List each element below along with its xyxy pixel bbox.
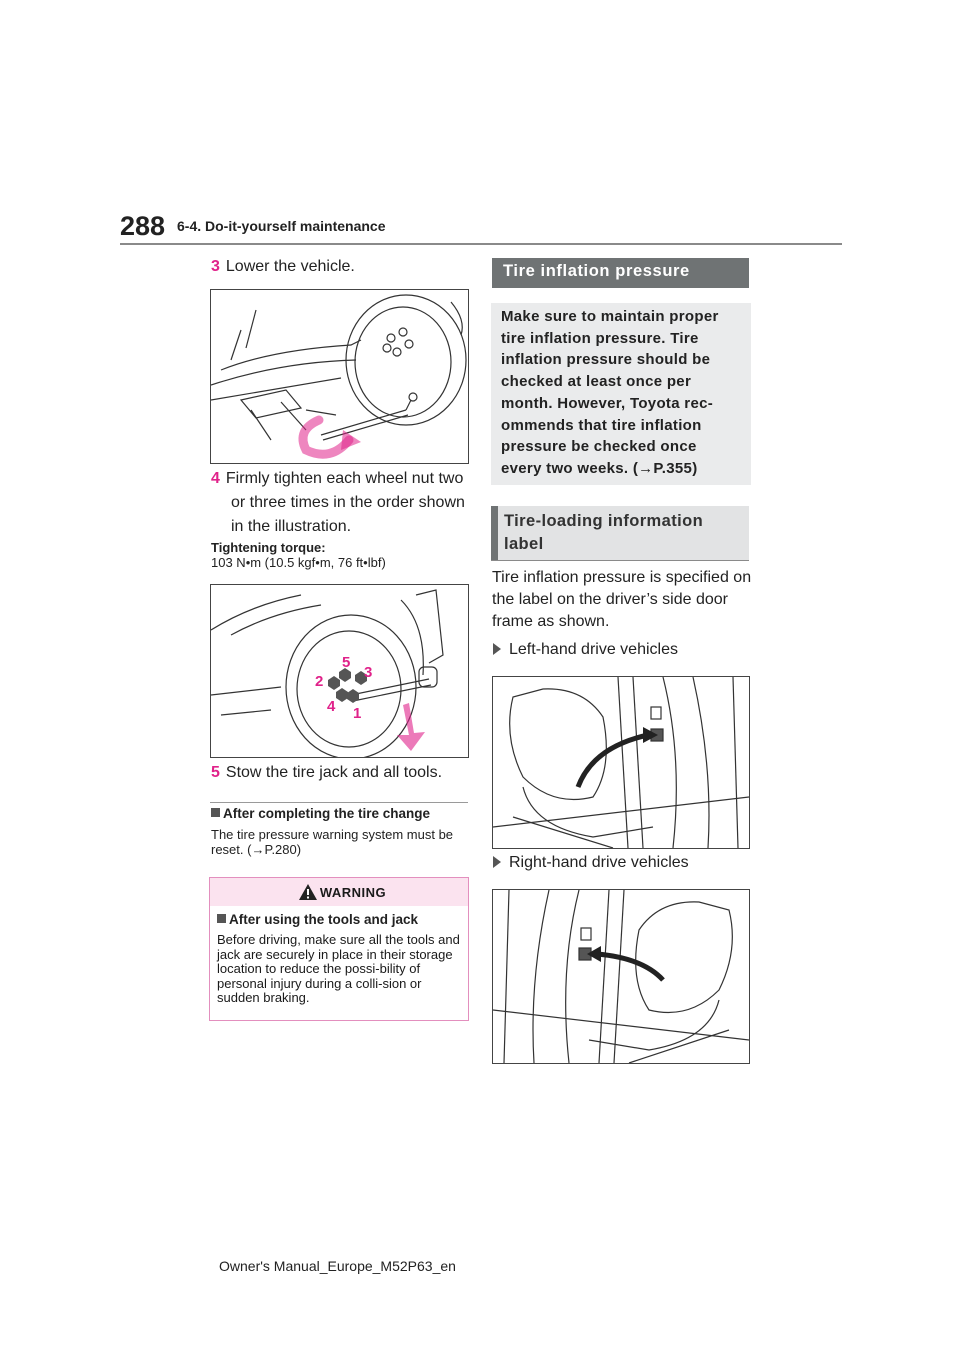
lhd-caption-text: Left-hand drive vehicles — [509, 641, 678, 658]
nut-5-label: 5 — [342, 654, 350, 671]
lhd-door-illustration — [492, 676, 750, 849]
nut-order-illustration: 1 2 3 4 5 — [210, 584, 469, 758]
warning-header: WARNING — [210, 878, 468, 906]
arrow-bullet-icon — [493, 643, 501, 655]
header-divider — [120, 243, 842, 245]
turn-arrow-icon — [397, 703, 425, 751]
torque-label: Tightening torque: — [211, 540, 326, 555]
note-title: After completing the tire change — [211, 806, 430, 821]
square-bullet-icon — [211, 808, 220, 817]
nut-1-label: 1 — [353, 705, 361, 722]
step-4-text: Firmly tighten each wheel nut two or thr… — [225, 470, 465, 535]
tire-inflation-banner-text: Tire inflation pressure — [503, 262, 690, 280]
step-5: 5 Stow the tire jack and all tools. — [211, 761, 442, 785]
warning-body: Before driving, make sure all the tools … — [217, 932, 460, 1005]
footer-manual-id: Owner's Manual_Europe_M52P63_en — [219, 1258, 456, 1274]
step-3: 3 Lower the vehicle. — [211, 255, 355, 279]
warning-subtitle: After using the tools and jack — [217, 912, 418, 927]
rhd-door-illustration — [492, 889, 750, 1064]
pointer-arrow-icon — [643, 727, 658, 743]
nut-order-drawing: 1 2 3 4 5 — [211, 589, 444, 757]
warning-title: WARNING — [319, 885, 387, 900]
step-4-number: 4 — [211, 470, 220, 487]
arrow-bullet-icon — [493, 856, 501, 868]
section-title: 6-4. Do-it-yourself maintenance — [177, 218, 386, 234]
page-number: 288 — [120, 211, 166, 241]
nut-2-label: 2 — [315, 673, 323, 690]
nut-4-label: 4 — [327, 698, 336, 715]
step-5-number: 5 — [211, 764, 220, 781]
lhd-door-drawing — [493, 677, 749, 848]
rhd-caption-text: Right-hand drive vehicles — [509, 854, 689, 871]
tire-loading-paragraph: Tire inflation pressure is specified on … — [492, 569, 752, 630]
tire-inflation-box: Make sure to maintain proper tire inflat… — [491, 303, 751, 485]
lower-vehicle-illustration — [210, 289, 469, 464]
pointer-arrow-icon — [587, 946, 601, 962]
note-divider — [210, 802, 468, 803]
step-3-number: 3 — [211, 258, 220, 275]
torque-value: 103 N•m (10.5 kgf•m, 76 ft•lbf) — [211, 555, 386, 570]
note-body: The tire pressure warning system must be… — [211, 827, 454, 857]
nut-3-label: 3 — [364, 664, 372, 681]
tire-loading-banner: Tire-loading information label — [491, 506, 749, 560]
step-4: 4 Firmly tighten each wheel nut two or th… — [211, 467, 481, 539]
tire-inflation-text: Make sure to maintain proper tire inflat… — [501, 308, 719, 477]
lhd-caption: Left-hand drive vehicles — [493, 641, 678, 659]
warning-triangle-icon — [299, 884, 317, 900]
warning-subtitle-text: After using the tools and jack — [229, 912, 419, 927]
rhd-caption: Right-hand drive vehicles — [493, 854, 689, 872]
rhd-door-drawing — [493, 890, 749, 1063]
tire-inflation-banner: Tire inflation pressure — [492, 258, 749, 288]
lower-vehicle-drawing — [211, 294, 467, 459]
square-bullet-icon — [217, 914, 226, 923]
tire-loading-banner-text: Tire-loading information label — [504, 512, 704, 553]
step-3-text: Lower the vehicle. — [225, 258, 355, 275]
warning-box: WARNING After using the tools and jack B… — [209, 877, 469, 1021]
note-title-text: After completing the tire change — [223, 806, 431, 821]
step-5-text: Stow the tire jack and all tools. — [225, 764, 443, 781]
tire-loading-divider — [491, 560, 749, 561]
